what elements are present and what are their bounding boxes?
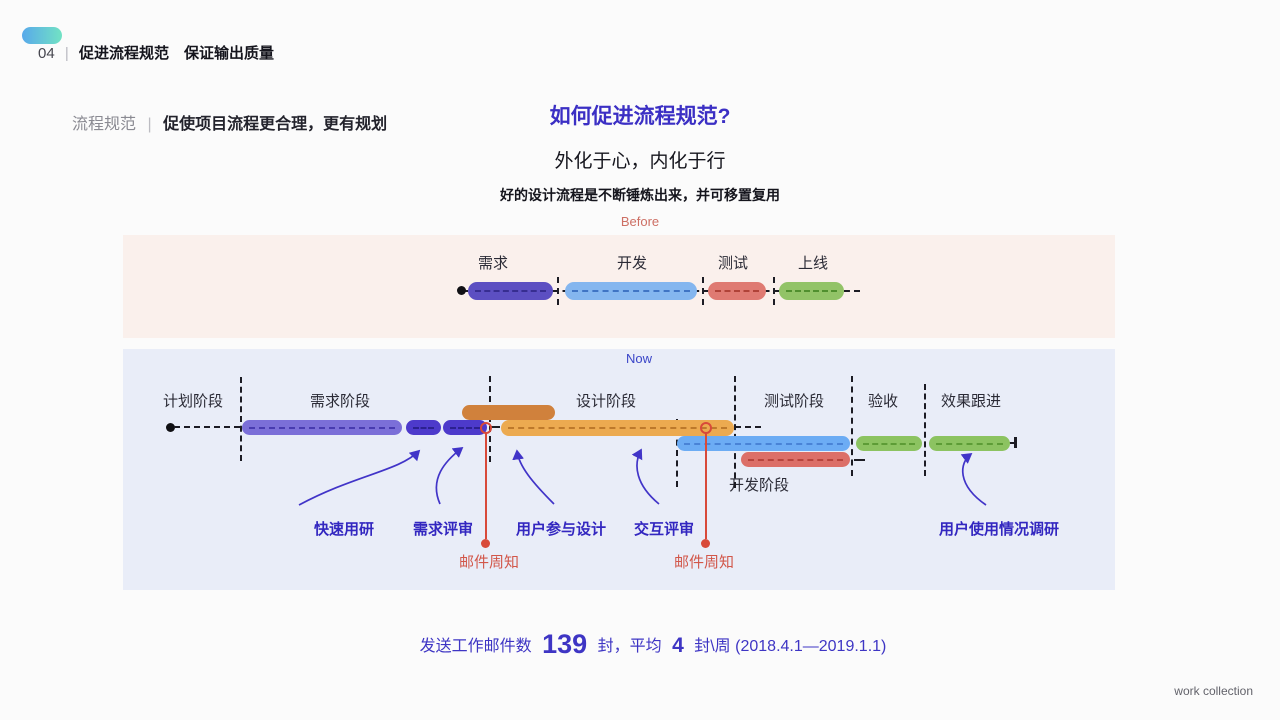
stats-total-count: 139 — [542, 629, 588, 659]
email-stats: 发送工作邮件数 139 封，平均 4 封\周 (2018.4.1—2019.1.… — [0, 629, 1280, 660]
question-title: 如何促进流程规范? — [549, 105, 731, 128]
phase-separator — [851, 376, 853, 476]
now-bar-effect-tracking — [929, 436, 1010, 451]
email-marker-dot — [701, 539, 710, 548]
description-text: 好的设计流程是不断锤炼出来，并可移置复用 — [500, 187, 780, 203]
email-marker-line — [705, 433, 707, 539]
subtitle-divider: | — [147, 116, 152, 133]
now-phase-label-design: 设计阶段 — [575, 393, 637, 410]
motto-text: 外化于心，内化于行 — [554, 151, 726, 172]
watermark-text: work collection — [1174, 684, 1253, 698]
email-marker-line — [485, 433, 487, 539]
stats-period: (2018.4.1—2019.1.1) — [735, 638, 887, 655]
phase-separator — [676, 419, 678, 487]
timeline-dash-segment — [854, 459, 865, 461]
before-bar-development — [565, 282, 697, 300]
now-phase-label-acceptance: 验收 — [867, 393, 899, 410]
timeline-dash-segment — [491, 426, 500, 428]
arrow-usage-research — [960, 452, 987, 506]
annotation-user-participation: 用户参与设计 — [515, 521, 607, 538]
logo-pill-icon — [22, 27, 62, 44]
phase-separator — [773, 277, 775, 305]
stats-average-count: 4 — [672, 634, 684, 657]
arrow-user-participation — [512, 449, 555, 505]
annotation-requirement-review: 需求评审 — [412, 521, 474, 538]
timeline-start-dot — [457, 286, 466, 295]
phase-separator — [240, 377, 242, 461]
stats-prefix: 发送工作邮件数 — [419, 638, 532, 655]
annotation-interaction-review: 交互评审 — [633, 521, 695, 538]
before-phase-label-development: 开发 — [616, 255, 648, 272]
now-timeline-panel: Now 计划阶段 需求阶段 设计阶段 测试阶段 验收 效果跟进 开发阶段 — [123, 349, 1115, 590]
now-phase-label-testing: 测试阶段 — [763, 393, 825, 410]
phase-separator — [557, 277, 559, 305]
email-marker-dot — [481, 539, 490, 548]
before-bar-testing — [708, 282, 766, 300]
before-bar-launch — [779, 282, 844, 300]
timeline-start-dot — [166, 423, 175, 432]
annotation-quick-research: 快速用研 — [313, 521, 375, 538]
now-tag: Now — [625, 351, 653, 366]
now-phase-label-planning: 计划阶段 — [162, 393, 224, 410]
before-phase-label-launch: 上线 — [797, 255, 829, 272]
timeline-end-tick — [1014, 437, 1017, 448]
arrow-quick-research — [298, 449, 421, 506]
header-title: 促进流程规范 保证输出质量 — [78, 45, 274, 62]
now-bar-design-pre — [462, 405, 555, 420]
now-bar-acceptance — [856, 436, 922, 451]
email-notice-label: 邮件周知 — [673, 554, 735, 571]
stats-unit1: 封，平均 — [597, 638, 662, 655]
phase-separator — [702, 277, 704, 305]
before-phase-label-requirement: 需求 — [477, 255, 509, 272]
now-phase-label-effect: 效果跟进 — [940, 393, 1002, 410]
timeline-dash-segment — [735, 426, 761, 428]
timeline-dash-segment — [174, 426, 240, 428]
before-tag: Before — [620, 214, 660, 229]
now-phase-label-requirement: 需求阶段 — [309, 393, 371, 410]
before-bar-requirement — [468, 282, 553, 300]
now-bar-testing — [741, 452, 850, 467]
annotation-usage-research: 用户使用情况调研 — [938, 521, 1060, 538]
header-divider: | — [64, 45, 69, 62]
arrow-requirement-review — [435, 446, 464, 505]
email-notice-label: 邮件周知 — [458, 554, 520, 571]
phase-separator — [924, 384, 926, 476]
page-number: 04 — [38, 45, 55, 62]
subtitle-label: 流程规范 — [72, 116, 137, 133]
timeline-dash-segment — [1007, 442, 1014, 444]
page-header: 04 | 促进流程规范 保证输出质量 — [38, 42, 274, 63]
before-phase-label-testing: 测试 — [717, 255, 749, 272]
now-bar-development — [677, 436, 850, 451]
annotation-arrows — [298, 446, 987, 506]
now-bar-design-main — [501, 420, 734, 436]
now-bar-requirement-sprint-2 — [443, 420, 487, 435]
now-bar-requirement-long — [242, 420, 402, 435]
now-bar-requirement-sprint-1 — [406, 420, 441, 435]
phase-separator — [734, 376, 736, 488]
now-phase-label-development: 开发阶段 — [728, 477, 790, 494]
section-subtitle: 流程规范 | 促使项目流程更合理，更有规划 — [72, 110, 387, 134]
before-timeline-panel: 需求 开发 测试 上线 — [123, 235, 1115, 338]
subtitle-text: 促使项目流程更合理，更有规划 — [163, 116, 388, 133]
arrow-interaction-review — [631, 448, 660, 505]
stats-unit2: 封\周 — [694, 638, 731, 655]
